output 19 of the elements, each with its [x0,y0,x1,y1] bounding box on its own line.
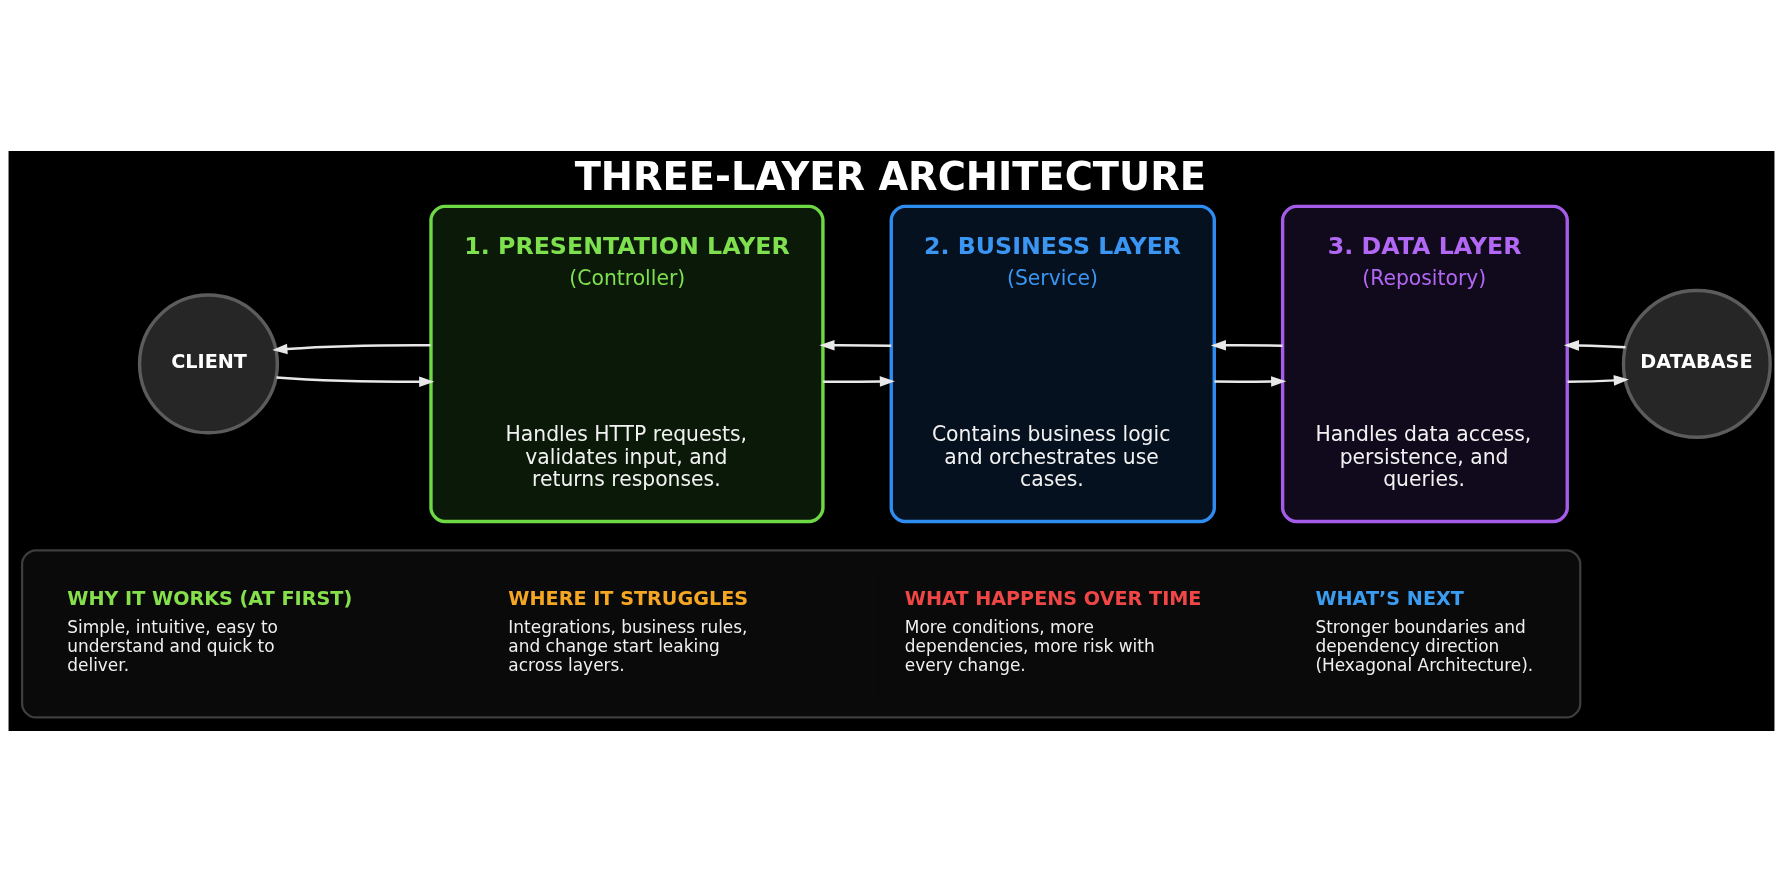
arrow [823,376,895,387]
node-text: WHAT HAPPENS OVER TIME More conditions, more dependencies, more risk with every change. [904,587,1202,676]
node-text: WHY IT WORKS (AT FIRST) Simple, intuitive, easy to understand and quick to deliver. [67,587,353,676]
cluster [20,549,1582,719]
arrow [1214,376,1287,387]
arrow [1210,340,1283,351]
node-box: 2. BUSINESS LAYER (Service) Contains business logic and orchestrates use cases. [889,204,1216,524]
arrow [1563,340,1626,351]
node-text: WHAT’S NEXT Stronger boundaries and dependency direction (Hexagonal Architecture). [1315,587,1534,676]
node-circle: DATABASE [1621,288,1772,439]
arrow [272,343,431,355]
node-circle: CLIENT [137,293,280,435]
arrow [819,339,892,351]
diagram-title: THREE-LAYER ARCHITECTURE [574,153,1206,199]
arrow [1567,375,1629,386]
node-box: 1. PRESENTATION LAYER (Controller) Handles HTTP requests, validates input, and returns responses. [429,204,825,524]
node-box: 3. DATA LAYER (Repository) Handles data access, persistence, and queries. [1280,204,1569,524]
node-text: WHERE IT STRUGGLES Integrations, business rules, and change start leaking across layers. [508,587,749,676]
arrow [276,376,435,387]
